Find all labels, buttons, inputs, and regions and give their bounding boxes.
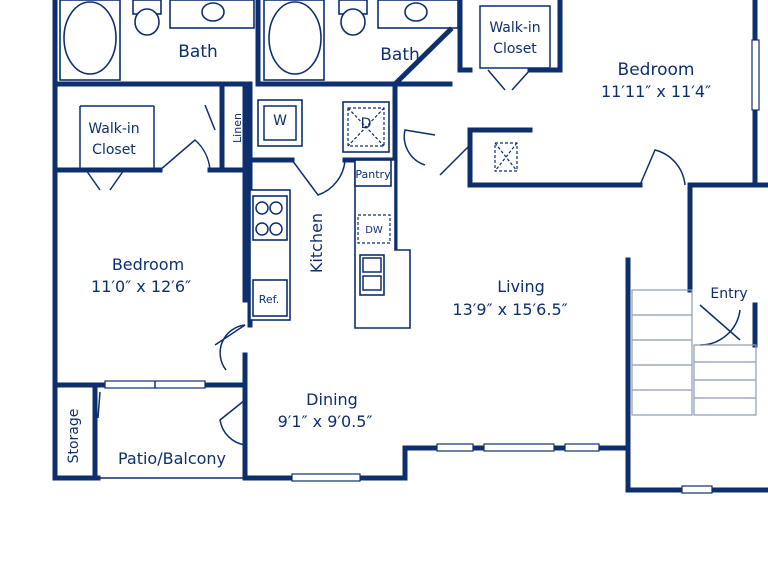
pantry-label: Pantry — [355, 168, 391, 181]
walkin-closet-top-line1: Walk-in — [489, 20, 540, 36]
dryer — [342, 101, 390, 153]
patio-label: Patio/Balcony — [118, 449, 226, 468]
bath-right-label: Bath — [380, 45, 420, 65]
dining-dims: 9′1″ x 9′0.5″ — [278, 412, 373, 431]
kitchen-fixtures — [249, 159, 411, 329]
living-name: Living — [497, 277, 545, 296]
bath-left-label: Bath — [178, 42, 218, 62]
doors — [85, 69, 741, 446]
bedroom-left-dims: 11′0″ x 12′6″ — [91, 277, 191, 296]
kitchen-label: Kitchen — [307, 213, 326, 273]
entry-label: Entry — [710, 286, 747, 302]
closet-small-box — [494, 142, 518, 172]
walkin-closet-top-line2: Closet — [493, 41, 537, 57]
walkin-closet-left-line2: Closet — [92, 142, 136, 158]
washer-label: W — [273, 113, 287, 129]
bedroom-top-dims: 11′11″ x 11′4″ — [601, 82, 711, 101]
bedroom-top-name: Bedroom — [618, 60, 695, 80]
walkin-closet-left-line1: Walk-in — [88, 121, 139, 137]
dining-name: Dining — [306, 390, 358, 409]
stairs — [631, 289, 757, 416]
dishwasher-label: DW — [365, 225, 383, 236]
bedroom-left-name: Bedroom — [112, 255, 184, 274]
closet-top-outline — [479, 5, 551, 69]
living-dims: 13′9″ x 15′6.5″ — [452, 300, 567, 319]
storage-label: Storage — [66, 409, 82, 464]
windows — [104, 39, 760, 494]
linen-label: Linen — [231, 113, 244, 143]
dryer-label: D — [361, 116, 372, 132]
washer — [257, 99, 303, 147]
bath-left-fixtures — [59, 0, 255, 81]
bath-right-fixtures — [263, 0, 459, 81]
refrigerator-label: Ref. — [259, 293, 280, 306]
